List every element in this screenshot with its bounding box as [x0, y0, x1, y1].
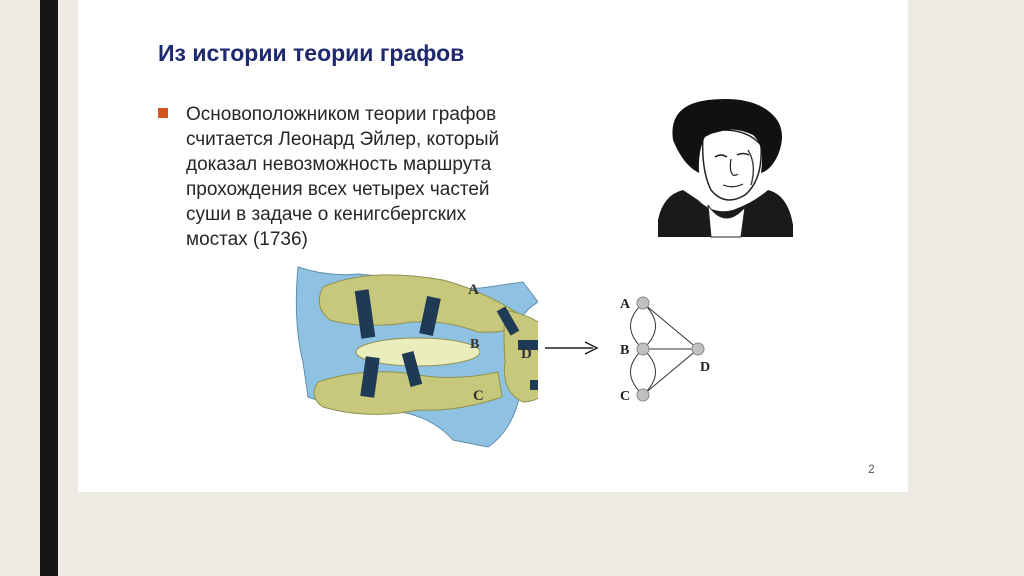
bridge	[360, 356, 380, 398]
graph-node-d	[691, 342, 705, 356]
nose	[729, 158, 739, 176]
fur-collar	[658, 190, 793, 237]
graph-edge	[642, 302, 656, 350]
bridge	[496, 306, 520, 336]
graph-node-c	[636, 388, 650, 402]
body-line: считается Леонард Эйлер, который	[186, 129, 500, 150]
eyes	[714, 152, 750, 158]
bridge	[419, 295, 441, 337]
body-line: Основоположником теории графов	[186, 104, 497, 125]
body-line: мостах (1736)	[186, 229, 308, 250]
graph-node-a	[636, 296, 650, 310]
bridge	[530, 380, 538, 390]
graph-label-b: B	[620, 343, 629, 358]
land-c	[313, 371, 503, 415]
slide: Из истории теории графов Основоположнико…	[78, 0, 908, 492]
body-line: доказал невозможность маршрута	[186, 154, 492, 175]
shirt	[707, 204, 746, 238]
graph-edge	[642, 302, 699, 350]
body-line: прохождения всех четырех частей	[186, 179, 490, 200]
bridge	[354, 289, 376, 339]
graph-node-b	[636, 342, 650, 356]
body-text: Основоположником теории графов считается…	[186, 102, 626, 252]
graph-edge	[642, 348, 699, 396]
graph-label-a: A	[620, 297, 631, 312]
face	[701, 129, 762, 201]
map-label-d: D	[521, 346, 532, 362]
fur-hat	[672, 99, 782, 173]
bridge	[401, 351, 423, 387]
slide-title: Из истории теории графов	[158, 40, 465, 66]
graph-label-c: C	[620, 389, 630, 404]
mouth	[722, 183, 744, 188]
bridge	[518, 340, 538, 350]
map-label-c: C	[473, 388, 484, 404]
euler-graph: A B C D	[620, 296, 710, 404]
euler-portrait	[658, 99, 793, 238]
graph-edge	[630, 348, 644, 396]
page-number: 2	[868, 462, 875, 476]
graph-edge	[642, 348, 656, 396]
map-label-b: B	[470, 337, 479, 352]
body-line: суши в задаче о кенигсбергских	[186, 204, 467, 225]
left-accent-bar	[40, 0, 58, 576]
graph-edge	[630, 302, 644, 350]
arrow-icon	[545, 341, 599, 355]
face-shading	[747, 149, 755, 186]
map-label-a: A	[468, 282, 479, 298]
island-b	[355, 337, 481, 367]
graph-label-d: D	[700, 360, 710, 375]
bullet-marker	[158, 108, 168, 118]
konigsberg-map: A B C D	[295, 266, 538, 448]
